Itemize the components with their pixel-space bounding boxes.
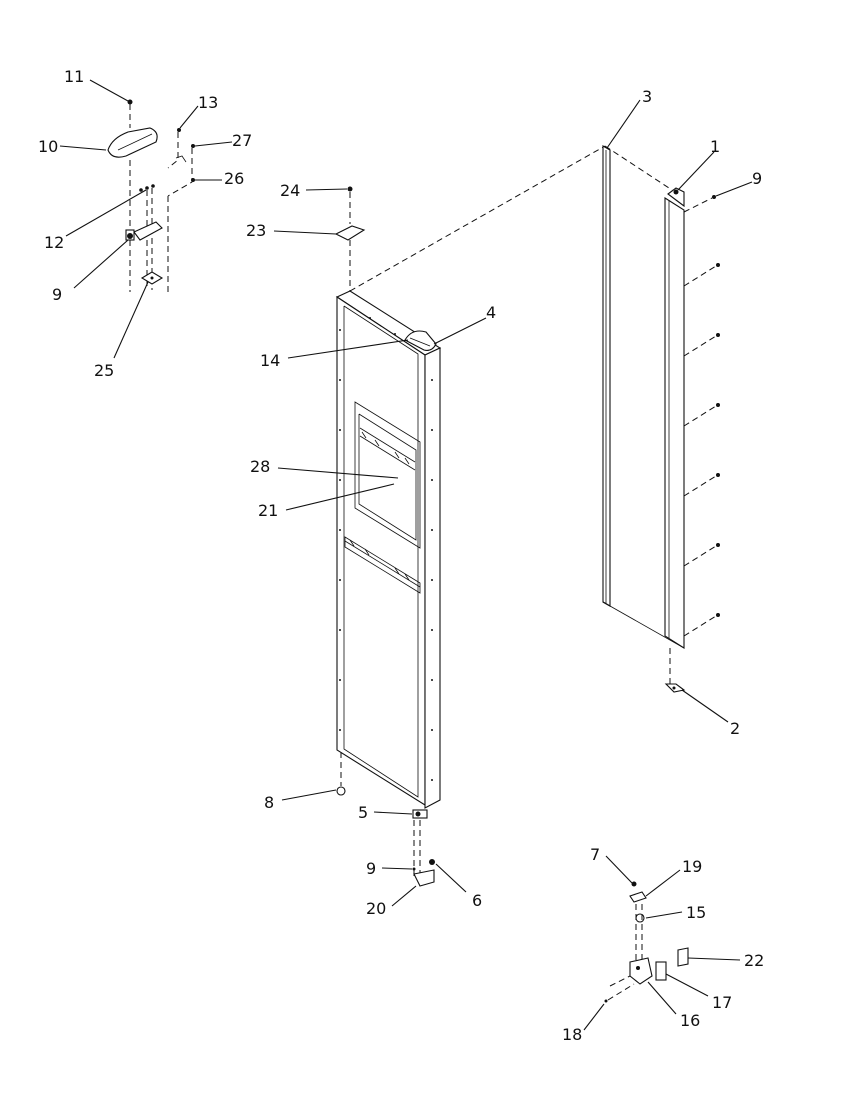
callout-13: 12 (44, 233, 64, 252)
callout-26: 25 (94, 361, 114, 380)
callout-10: 9 (52, 285, 62, 304)
screw-28 (191, 144, 195, 148)
screw-14 (177, 128, 181, 132)
callout-16: 15 (686, 903, 706, 922)
callout-24: 23 (246, 221, 266, 240)
leader-14 (167, 132, 179, 169)
callout-29: 28 (250, 457, 270, 476)
projection-line-cabinet (604, 145, 673, 191)
callout-3: 3 (642, 87, 652, 106)
callout-9-bottom: 9 (366, 859, 376, 878)
clip-14 (175, 155, 187, 163)
callout-14: 13 (198, 93, 218, 112)
callout-25: 24 (280, 181, 300, 200)
cabinet-side-panel (602, 145, 685, 649)
door-top-hinge-cover (404, 330, 437, 351)
door-shelf-lower (344, 536, 421, 594)
hinge-cover-24 (334, 225, 366, 241)
hinge-bracket-10 (125, 184, 163, 241)
callout-2: 2 (730, 719, 740, 738)
callout-7: 7 (590, 845, 600, 864)
callout-19: 18 (562, 1025, 582, 1044)
screw-25 (347, 186, 353, 192)
callout-1: 1 (710, 137, 720, 156)
callout-11: 10 (38, 137, 58, 156)
door-edge-strip (664, 187, 685, 649)
callout-12: 11 (64, 67, 84, 86)
plug-8 (336, 786, 346, 796)
callout-17: 16 (680, 1011, 700, 1030)
door-shelf-upper (354, 401, 421, 549)
callout-21: 20 (366, 899, 386, 918)
bottom-hinge-assembly (412, 809, 435, 887)
hinge-plate-26 (140, 271, 164, 285)
callout-4: 4 (486, 303, 496, 322)
callout-8: 8 (264, 793, 274, 812)
edge-screws (683, 195, 720, 637)
projection-line-top (349, 145, 606, 292)
callout-20: 19 (682, 857, 702, 876)
screw-27 (191, 178, 195, 182)
door-fastener-dots (339, 317, 433, 781)
callout-28: 27 (232, 131, 252, 150)
callout-9-top: 9 (752, 169, 762, 188)
callout-6: 6 (472, 891, 482, 910)
callout-leaders (59, 79, 753, 1031)
callout-18: 17 (712, 993, 732, 1012)
callout-22: 21 (258, 501, 278, 520)
callout-15: 14 (260, 351, 280, 370)
top-hinge-cover-11 (107, 127, 158, 158)
callout-27: 26 (224, 169, 244, 188)
door-panel (335, 290, 442, 809)
lower-hinge-group (604, 881, 689, 1003)
bottom-clip-2 (664, 683, 686, 693)
leader-28-27 (167, 148, 193, 197)
callout-5: 5 (358, 803, 368, 822)
callout-23: 22 (744, 951, 764, 970)
screw-12 (127, 99, 133, 105)
